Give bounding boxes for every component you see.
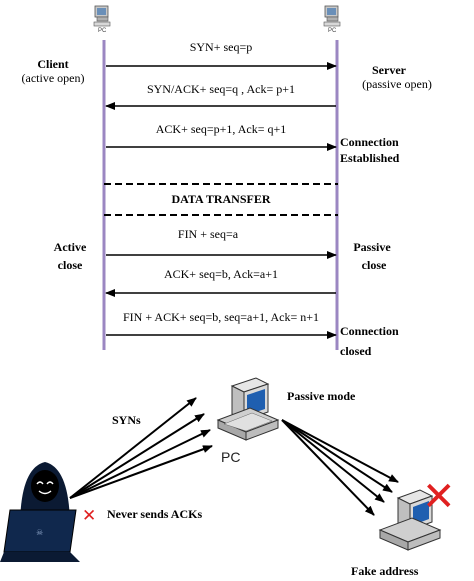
server-subtitle: (passive open) xyxy=(362,77,432,91)
client-pc-icon xyxy=(93,5,111,27)
syn-flood-arrows xyxy=(69,397,213,499)
never-sends-acks-label: Never sends ACKs xyxy=(107,507,202,521)
victim-pc-label: PC xyxy=(221,449,240,465)
never-sends-x-icon: ✕ xyxy=(82,506,96,526)
msg-syn-ack: SYN/ACK+ seq=q , Ack= p+1 xyxy=(147,82,295,96)
connection-closed-line2: closed xyxy=(340,344,372,358)
client-subtitle: (active open) xyxy=(22,71,85,85)
passive-mode-label: Passive mode xyxy=(287,389,356,403)
hacker-icon: ☠ xyxy=(0,462,80,562)
passive-close-line2: close xyxy=(362,258,387,272)
svg-text:☠: ☠ xyxy=(36,528,43,537)
msg-ack2: ACK+ seq=b, Ack=a+1 xyxy=(164,267,278,281)
connection-established-line1: Connection xyxy=(340,135,399,149)
syns-label: SYNs xyxy=(112,413,141,427)
msg-fin-ack: FIN + ACK+ seq=b, seq=a+1, Ack= n+1 xyxy=(123,310,319,324)
syn-ack-arrows xyxy=(281,419,399,516)
msg-syn: SYN+ seq=p xyxy=(190,40,253,54)
server-pc-label: PC xyxy=(328,28,337,34)
data-transfer-label: DATA TRANSFER xyxy=(171,192,270,206)
active-close-line2: close xyxy=(58,258,83,272)
connection-established-line2: Established xyxy=(340,151,400,165)
client-pc-label: PC xyxy=(98,28,107,34)
active-close-line1: Active xyxy=(54,240,87,254)
fake-address-label: Fake address xyxy=(351,564,419,578)
msg-ack: ACK+ seq=p+1, Ack= q+1 xyxy=(156,122,287,136)
fake-address-pc-icon xyxy=(378,489,442,551)
server-title: Server xyxy=(372,63,407,77)
msg-fin: FIN + seq=a xyxy=(178,227,239,241)
client-title: Client xyxy=(37,57,68,71)
passive-close-line1: Passive xyxy=(353,240,391,254)
victim-pc-icon xyxy=(216,377,280,441)
server-pc-icon xyxy=(323,5,341,27)
connection-closed-line1: Connection xyxy=(340,324,399,338)
fake-address-x-icon: ✕ xyxy=(422,474,456,520)
